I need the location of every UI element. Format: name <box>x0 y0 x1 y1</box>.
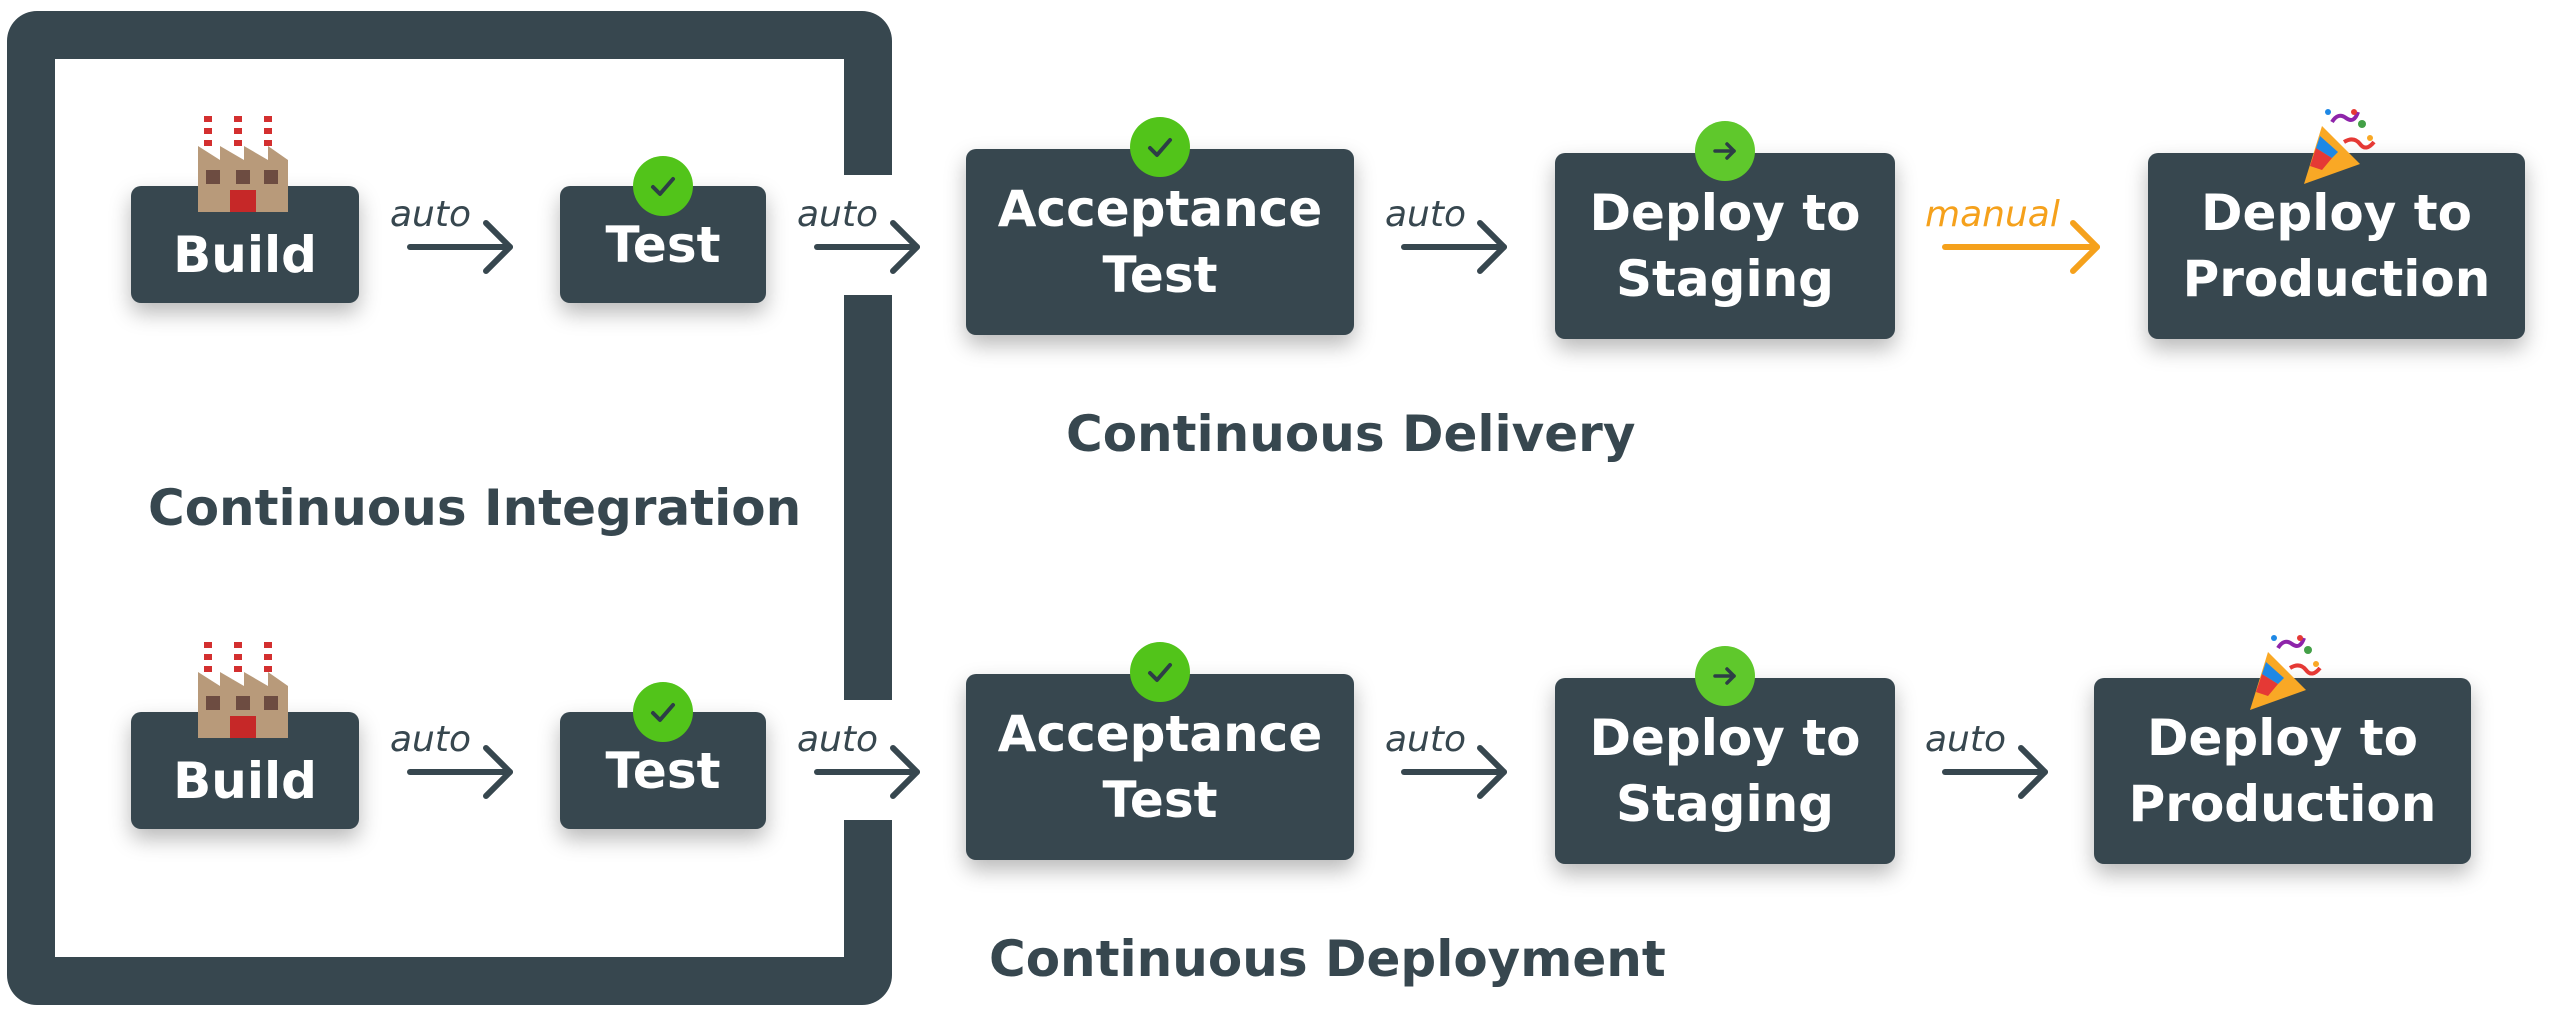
arrow-right-icon <box>1401 220 1507 274</box>
stage-label: Build <box>173 751 317 810</box>
arrow-right-icon <box>407 745 513 799</box>
arrow-label-manual: manual <box>1925 194 2060 235</box>
stage-staging-deployment: Deploy to Staging <box>1555 678 1895 864</box>
stage-acceptance-delivery: Acceptance Test <box>966 149 1354 335</box>
section-title-delivery: Continuous Delivery <box>1066 405 1636 463</box>
stage-label: Build <box>173 225 317 284</box>
stage-acceptance-deployment: Acceptance Test <box>966 674 1354 860</box>
stage-production-delivery: Deploy to Production <box>2148 153 2525 339</box>
arrow-right-icon <box>1695 646 1755 706</box>
arrow-right-icon <box>1695 121 1755 181</box>
stage-label: Deploy to Staging <box>1589 184 1861 308</box>
arrow-label: auto <box>797 719 879 760</box>
stage-label: Deploy to Production <box>2182 184 2491 308</box>
party-popper-icon <box>2304 109 2376 184</box>
stage-build-delivery: Build <box>131 186 359 303</box>
stage-label: Deploy to Production <box>2128 709 2437 833</box>
party-popper-icon <box>2250 635 2322 710</box>
arrow-right-icon <box>814 745 920 799</box>
arrow-right-icon <box>407 220 513 274</box>
stage-label: Test <box>605 215 721 274</box>
checkmark-icon <box>1130 642 1190 702</box>
stage-staging-delivery: Deploy to Staging <box>1555 153 1895 339</box>
factory-icon <box>198 642 288 738</box>
arrow-right-icon <box>1942 745 2048 799</box>
arrow-right-icon <box>814 220 920 274</box>
stage-production-deployment: Deploy to Production <box>2094 678 2471 864</box>
arrow-right-icon <box>1942 220 2100 274</box>
checkmark-icon <box>633 682 693 742</box>
stage-test-deployment: Test <box>560 712 766 829</box>
arrow-label: auto <box>1925 719 2007 760</box>
section-title-ci: Continuous Integration <box>148 479 802 537</box>
checkmark-icon <box>1130 117 1190 177</box>
checkmark-icon <box>633 156 693 216</box>
stage-label: Test <box>605 741 721 800</box>
arrow-label: auto <box>390 719 472 760</box>
section-title-deployment: Continuous Deployment <box>989 930 1666 988</box>
arrow-label: auto <box>1385 719 1467 760</box>
arrow-right-icon <box>1401 745 1507 799</box>
stage-label: Acceptance Test <box>997 180 1323 304</box>
arrow-label: auto <box>390 194 472 235</box>
factory-icon <box>198 116 288 212</box>
arrow-label: auto <box>797 194 879 235</box>
ci-frame-gap-top <box>840 175 896 295</box>
ci-frame-gap-bottom <box>840 700 896 820</box>
stage-label: Deploy to Staging <box>1589 709 1861 833</box>
stage-label: Acceptance Test <box>997 705 1323 829</box>
arrow-label: auto <box>1385 194 1467 235</box>
